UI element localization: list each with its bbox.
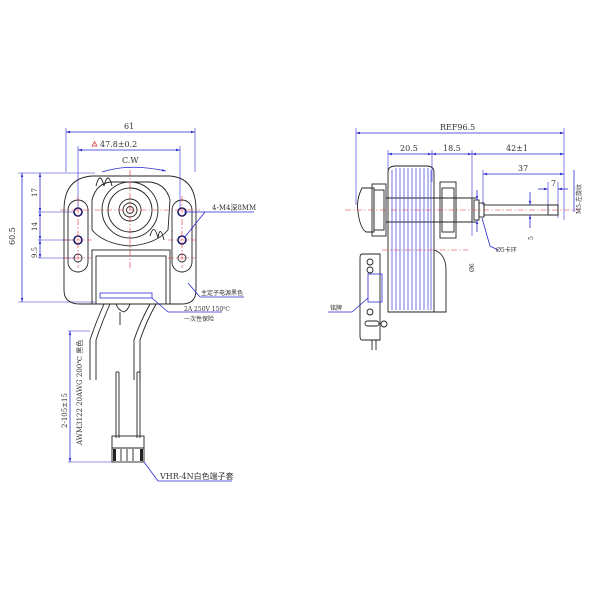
dim-60-5: 60.5 bbox=[8, 227, 17, 245]
dim-18-5: 18.5 bbox=[443, 144, 461, 153]
dim-61: 61 bbox=[124, 122, 134, 131]
callout-mount-holes: 4-M4深8MM bbox=[212, 203, 256, 212]
dim-shaft-5: 5 bbox=[528, 236, 535, 240]
callout-fuse-rating: 2A 250V 150℃ bbox=[184, 306, 230, 313]
coil-lamination bbox=[391, 168, 432, 310]
callout-thread: M5-左旋纹 bbox=[575, 184, 583, 214]
dim-14: 14 bbox=[31, 222, 39, 231]
dim-17: 17 bbox=[31, 188, 39, 197]
svg-text:!: ! bbox=[94, 143, 95, 147]
dim-42: 42±1 bbox=[506, 144, 528, 153]
dim-9-5: 9.5 bbox=[31, 247, 39, 258]
callout-nameplate: 铭牌 bbox=[330, 304, 342, 312]
dim-lead-length: 2-105±15 bbox=[61, 393, 69, 428]
callout-stator-lead: 主定子电源黑色 bbox=[201, 289, 243, 297]
dim-47-8: 47.8±0.2 bbox=[100, 140, 137, 149]
dim-37: 37 bbox=[518, 164, 528, 173]
callout-connector: VHR-4N白色端子套 bbox=[159, 471, 234, 481]
dim-ref-96-5: REF96.5 bbox=[440, 123, 475, 132]
dim-20-5: 20.5 bbox=[400, 144, 418, 153]
warning-triangle-icon: ! bbox=[91, 140, 98, 147]
rotation-label: C.W bbox=[122, 156, 139, 165]
wire-spec: AWM3122 20AWG 200℃ 黑色 bbox=[75, 340, 84, 446]
callout-circlip: Ø5卡环 bbox=[496, 246, 517, 254]
callout-fuse-type: 一次性保险 bbox=[184, 315, 214, 323]
dim-bushing-6: Ø6 bbox=[469, 263, 476, 272]
side-view: REF96.5 20.5 18.5 42±1 37 7 M5-左旋纹 bbox=[328, 123, 583, 350]
front-view: 61 ! 47.8±0.2 C.W 60.5 17 14 9.5 bbox=[8, 122, 256, 482]
dim-7: 7 bbox=[551, 179, 556, 188]
